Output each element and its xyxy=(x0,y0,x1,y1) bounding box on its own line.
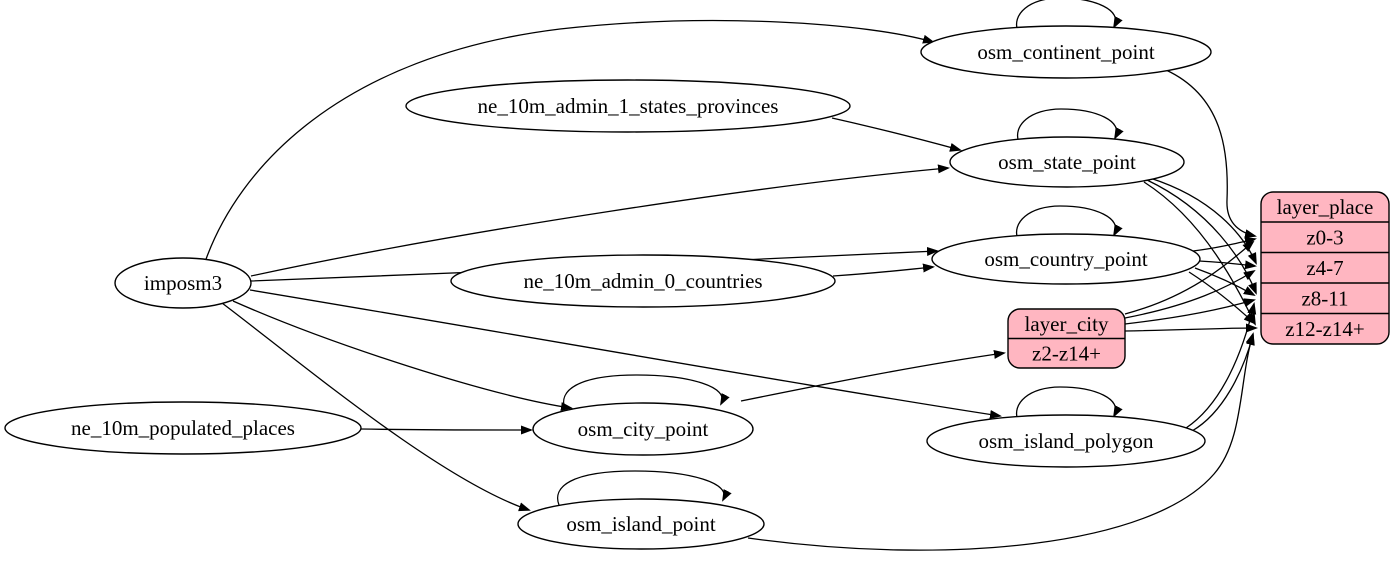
edges-layer xyxy=(204,0,1258,551)
edge-layer_city-to-layer_place-z8-11 xyxy=(1124,298,1256,325)
node-layer_place: layer_place z0-3 z4-7 z8-11 z12-z14+ xyxy=(1260,191,1390,345)
record-title: layer_city xyxy=(1025,312,1109,336)
node-label: osm_country_point xyxy=(984,247,1147,271)
edge-osm_country_point-to-layer_place-z0-3 xyxy=(1192,236,1257,252)
table-ellipse-shape xyxy=(517,498,765,550)
edge-ne_10m_populated_places-to-osm_city_point xyxy=(360,425,533,435)
node-ne_10m_admin_0_countries: ne_10m_admin_0_countries xyxy=(450,254,836,308)
table-ellipse-shape xyxy=(4,401,362,455)
table-ellipse-shape xyxy=(114,257,252,309)
node-osm_continent_point: osm_continent_point xyxy=(920,25,1212,79)
self-loop-osm_island_point xyxy=(557,470,732,506)
edge-layer_city-to-layer_place-z12-z14+ xyxy=(1124,323,1258,333)
edge-osm_island_point-to-layer_place-z12-z14+ xyxy=(747,332,1255,551)
edge-osm_state_point-to-layer_place-z8-11 xyxy=(1146,179,1257,295)
self-loop-osm_continent_point xyxy=(1015,0,1123,33)
edge-osm_state_point-to-layer_place-z4-7 xyxy=(1149,177,1257,265)
node-label: imposm3 xyxy=(144,271,222,295)
node-label: osm_island_point xyxy=(566,512,716,536)
node-ne_10m_admin_1_states_provinces: ne_10m_admin_1_states_provinces xyxy=(405,79,851,133)
node-imposm3: imposm3 xyxy=(114,257,252,309)
record-row-layer_city-0: z2-z14+ xyxy=(1032,341,1101,365)
node-ne_10m_populated_places: ne_10m_populated_places xyxy=(4,401,362,455)
node-label: ne_10m_admin_1_states_provinces xyxy=(478,94,779,118)
node-osm_city_point: osm_city_point xyxy=(532,402,754,456)
edge-imposm3-to-osm_state_point xyxy=(250,164,950,277)
edge-layer_city-to-layer_place-z4-7 xyxy=(1124,269,1256,319)
edge-imposm3-to-osm_island_polygon xyxy=(249,289,1002,419)
edge-imposm3-to-osm_continent_point xyxy=(204,19,935,263)
self-loop-osm_country_point xyxy=(1015,205,1123,241)
node-osm_island_polygon: osm_island_polygon xyxy=(926,414,1206,468)
edge-imposm3-to-osm_island_point xyxy=(221,302,531,512)
node-osm_island_point: osm_island_point xyxy=(517,498,765,550)
record-shape xyxy=(1260,191,1390,345)
edge-osm_country_point-to-layer_place-z4-7 xyxy=(1198,260,1257,270)
table-ellipse-shape xyxy=(931,233,1201,285)
edge-osm_continent_point-to-layer_place-z0-3 xyxy=(1165,69,1257,239)
edge-ne_10m_admin_0_countries-to-osm_country_point xyxy=(832,263,935,277)
node-osm_country_point: osm_country_point xyxy=(931,233,1201,285)
table-ellipse-shape xyxy=(405,79,851,133)
node-osm_state_point: osm_state_point xyxy=(949,136,1185,188)
record-row-layer_place-0: z0-3 xyxy=(1306,225,1343,249)
edge-ne_10m_admin_1_states_provinces-to-osm_state_point xyxy=(831,117,962,152)
record-row-layer_place-1: z4-7 xyxy=(1306,256,1343,280)
record-row-layer_place-2: z8-11 xyxy=(1301,286,1348,310)
self-loop-osm_city_point xyxy=(563,374,730,410)
node-label: osm_state_point xyxy=(998,150,1136,174)
table-ellipse-shape xyxy=(926,414,1206,468)
nodes-layer: imposm3 ne_10m_admin_1_states_provincesne… xyxy=(4,25,1390,550)
record-title: layer_place xyxy=(1277,195,1374,219)
table-ellipse-shape xyxy=(532,402,754,456)
edge-layer_city-to-layer_place-z0-3 xyxy=(1124,240,1255,315)
table-ellipse-shape xyxy=(920,25,1212,79)
record-row-layer_place-3: z12-z14+ xyxy=(1285,317,1364,341)
self-loop-osm_state_point xyxy=(1016,108,1124,144)
node-label: osm_continent_point xyxy=(977,40,1154,64)
node-label: osm_city_point xyxy=(578,417,709,441)
node-label: ne_10m_populated_places xyxy=(71,416,295,440)
edge-osm_island_polygon-to-layer_place-z8-11 xyxy=(1185,302,1257,429)
table-ellipse-shape xyxy=(949,136,1185,188)
node-label: osm_island_polygon xyxy=(978,429,1154,453)
table-ellipse-shape xyxy=(450,254,836,308)
edge-osm_country_point-to-layer_place-z12-z14+ xyxy=(1188,271,1256,325)
node-label: ne_10m_admin_0_countries xyxy=(523,269,762,293)
edge-imposm3-to-osm_city_point xyxy=(232,300,573,411)
node-layer_city: layer_city z2-z14+ xyxy=(1007,308,1126,369)
edge-osm_city_point-to-layer_city-z2-z14+ xyxy=(740,349,1006,402)
self-loop-osm_island_polygon xyxy=(1015,386,1123,422)
edge-osm_country_point-to-layer_place-z8-11 xyxy=(1194,267,1256,296)
